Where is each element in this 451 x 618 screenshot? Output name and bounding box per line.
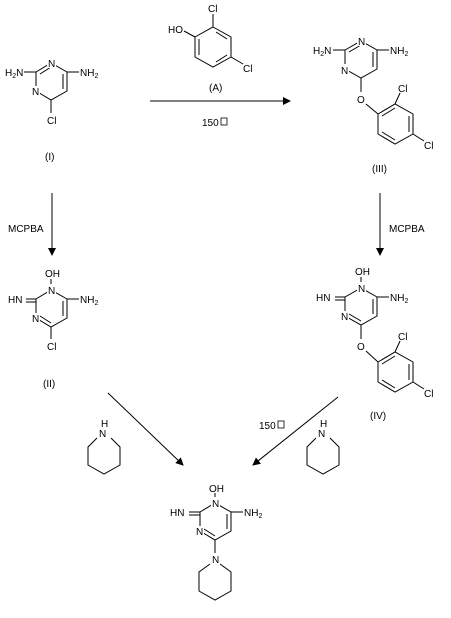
condition-bottom-temp: 150 <box>259 421 276 432</box>
compound-iv-n1: N <box>358 284 365 295</box>
compound-iii-n1: N <box>358 37 365 48</box>
compound-i-n1: N <box>48 59 55 70</box>
compound-i-ring-double <box>39 66 64 89</box>
compound-iv-hn: HN <box>316 293 330 304</box>
compound-ii-n1: N <box>48 286 55 297</box>
compound-iii-cl2-bond <box>394 92 401 105</box>
compound-a-ring-double <box>198 31 228 63</box>
compound-iv-cl4-bond <box>412 381 425 390</box>
compound-a-cl2: Cl <box>208 4 217 15</box>
compound-iii-phenyl <box>377 103 414 145</box>
compound-ii-cl: Cl <box>47 342 56 353</box>
compound-iii-o: O <box>357 95 365 106</box>
compound-i-cl: Cl <box>47 116 56 127</box>
arrow-iv-to-product <box>252 396 339 466</box>
compound-iv-oh: OH <box>355 267 370 278</box>
compound-a-ho: HO <box>168 25 183 36</box>
compound-iii-cl4-bond <box>412 133 425 142</box>
compound-ii-n3: N <box>32 314 39 325</box>
reagent-mcpba-right: MCPBA <box>389 224 425 235</box>
product: N N OH HN NH2 N <box>170 484 262 601</box>
compound-ii: N N OH HN NH2 Cl (II) <box>8 269 98 390</box>
compound-iii-label: (III) <box>372 164 387 175</box>
compound-i-h2n: H2N <box>5 68 23 80</box>
compound-a: Cl Cl HO (A) <box>168 4 252 94</box>
compound-iv-nh2: NH2 <box>390 293 408 305</box>
reagent-mcpba-left: MCPBA <box>8 224 44 235</box>
product-n3: N <box>196 527 203 538</box>
product-pip-n: N <box>212 555 219 566</box>
compound-iv-cl2-bond <box>394 340 401 353</box>
compound-a-label: (A) <box>209 83 222 94</box>
piperidine-left-ring <box>87 437 121 475</box>
product-nh2: NH2 <box>244 508 262 520</box>
compound-iv: N N OH HN NH2 O Cl Cl (IV) <box>316 267 433 422</box>
compound-iv-o: O <box>357 342 365 353</box>
product-oh: OH <box>209 484 224 495</box>
compound-iii-n3: N <box>341 66 348 77</box>
product-pyr-double <box>203 514 228 537</box>
compound-iv-phenyl-double <box>381 355 410 389</box>
compound-i-n3: N <box>32 87 39 98</box>
compound-iv-phenyl <box>377 351 414 393</box>
compound-iv-cl2: Cl <box>398 332 407 343</box>
compound-i-nh2: NH2 <box>80 68 98 80</box>
compound-iii-h2n: H2N <box>313 46 331 58</box>
compound-a-cl4: Cl <box>243 64 252 75</box>
compound-iii-cl2: Cl <box>398 84 407 95</box>
compound-i: N N H2N NH2 Cl (I) <box>5 57 98 163</box>
compound-a-oh-bond <box>183 30 196 38</box>
piperidine-right-ring <box>306 437 340 475</box>
compound-iii: N N H2N NH2 O Cl Cl (III) <box>313 35 433 175</box>
condition-top-box-glyph <box>220 117 228 126</box>
compound-iv-pyr-double <box>348 299 374 322</box>
arrow-ii-to-product <box>107 392 184 466</box>
compound-i-label: (I) <box>45 152 54 163</box>
compound-iii-phenyl-double <box>381 107 410 141</box>
product-n1: N <box>212 499 219 510</box>
compound-ii-oh: OH <box>45 269 60 280</box>
compound-a-cl4-bond <box>230 56 244 65</box>
compound-iii-cl4: Cl <box>424 141 433 152</box>
compound-ii-label: (II) <box>43 379 55 390</box>
compound-iv-label: (IV) <box>370 411 386 422</box>
compound-iii-pyr-double <box>348 44 374 67</box>
compound-ii-ring-double <box>39 301 64 324</box>
compound-a-ring <box>194 26 232 68</box>
compound-iv-n3: N <box>341 312 348 323</box>
compound-iii-o-bond2 <box>365 103 379 115</box>
compound-ii-nh2: NH2 <box>80 295 98 307</box>
condition-top-temp: 150 <box>202 118 219 129</box>
product-piperidine <box>198 563 232 601</box>
compound-ii-hn: HN <box>8 295 22 306</box>
compound-iii-nh2: NH2 <box>390 46 408 58</box>
product-hn: HN <box>170 508 184 519</box>
compound-iv-cl4: Cl <box>424 389 433 400</box>
compound-iv-o-bond2 <box>365 350 379 363</box>
condition-bottom-box-glyph <box>277 420 285 429</box>
